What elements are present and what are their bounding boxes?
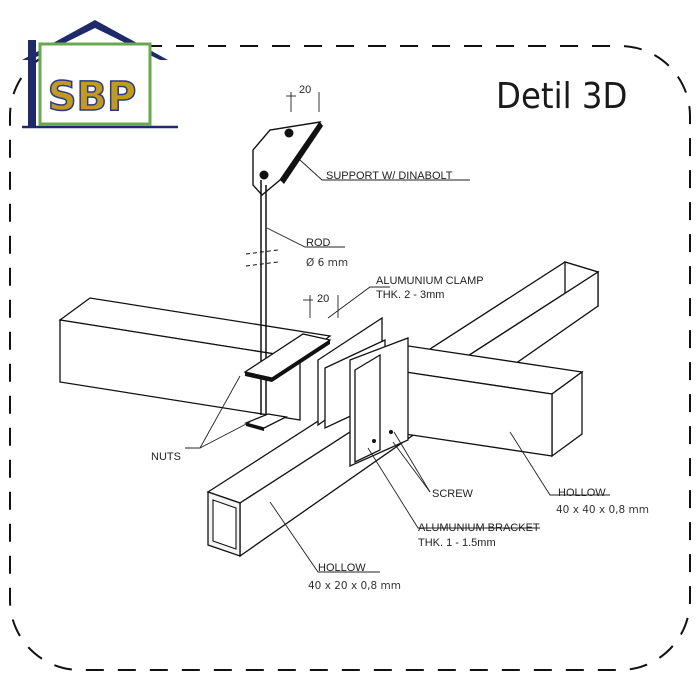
label-nuts: NUTS (151, 451, 181, 463)
label-rod: ROD (306, 237, 331, 249)
dim-top-text: 20 (299, 84, 311, 96)
label-bracket: ALUMUNIUM BRACKET (418, 522, 540, 534)
label-bracket-thk: THK. 1 - 1.5mm (418, 537, 496, 549)
screw-hole (389, 430, 393, 434)
label-hollow-right-spec: 40 x 40 x 0,8 mm (556, 504, 649, 516)
screw-hole (372, 439, 376, 443)
dimension-clamp: 20 (303, 293, 339, 318)
hollow-main-beam (58, 297, 584, 458)
label-hollow-bottom-spec: 40 x 20 x 0,8 mm (308, 580, 401, 592)
aluminium-clamp (243, 333, 332, 431)
support-plate (252, 121, 323, 196)
aluminium-bracket (317, 316, 409, 468)
dashed-frame (9, 45, 691, 671)
sbp-logo: SBP (22, 20, 178, 129)
label-screw: SCREW (432, 488, 474, 500)
diagram-title: Detil 3D (496, 76, 627, 117)
label-hollow-bottom: HOLLOW (318, 562, 366, 574)
label-support: SUPPORT W/ DINABOLT (326, 170, 453, 182)
label-clamp-thk: THK. 2 - 3mm (376, 289, 444, 301)
label-hollow-right: HOLLOW (558, 487, 606, 499)
label-clamp: ALUMUNIUM CLAMP (376, 275, 484, 287)
dimension-top: 20 (286, 84, 320, 112)
label-rod-spec: Ø 6 mm (306, 257, 348, 269)
logo-text: SBP (48, 74, 137, 120)
dim-clamp-text: 20 (317, 293, 329, 305)
